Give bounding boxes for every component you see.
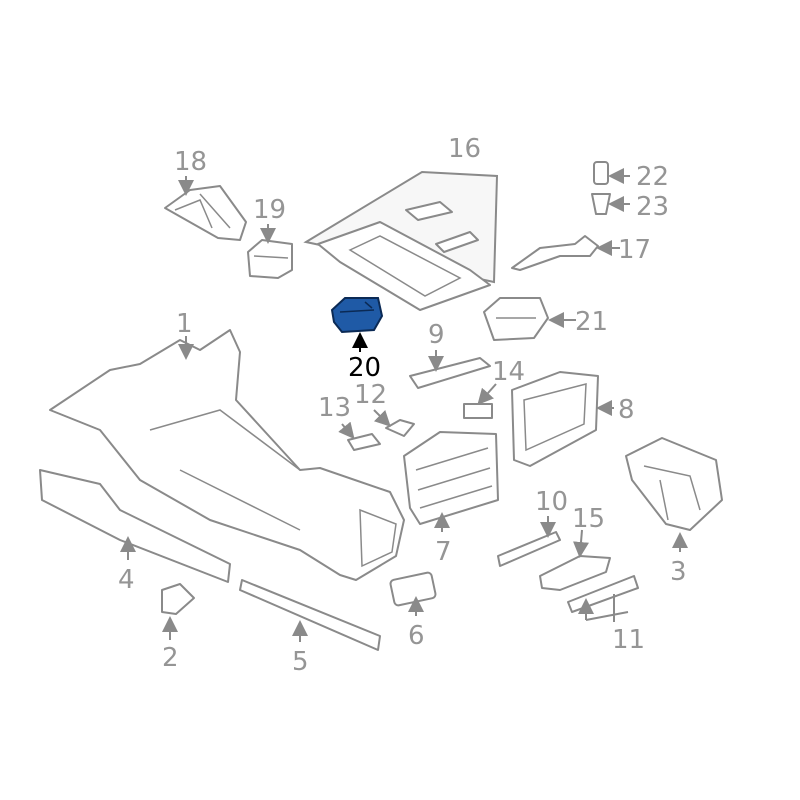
part-3-bracket-frame[interactable]: [625, 437, 723, 531]
part-18-shifter-bezel[interactable]: [164, 185, 247, 241]
part-7-housing[interactable]: [403, 431, 499, 525]
callout-17[interactable]: 17: [618, 235, 651, 265]
part-4-side-panel[interactable]: [39, 469, 231, 583]
callout-2[interactable]: 2: [162, 643, 179, 673]
part-21-module[interactable]: [483, 297, 549, 341]
callout-16[interactable]: 16: [448, 134, 481, 164]
part-5-trim-strip[interactable]: [239, 579, 381, 651]
leader-lines: [120, 168, 688, 642]
callout-14[interactable]: 14: [492, 357, 525, 387]
callout-10[interactable]: 10: [535, 487, 568, 517]
part-6-trim[interactable]: [389, 571, 437, 607]
callout-4[interactable]: 4: [118, 565, 135, 595]
part-2-bracket[interactable]: [161, 583, 195, 615]
part-9-trim[interactable]: [409, 357, 491, 389]
callout-20-selected[interactable]: 20: [348, 353, 381, 383]
part-10-strip[interactable]: [497, 531, 561, 567]
callout-6[interactable]: 6: [408, 621, 425, 651]
callout-11[interactable]: 11: [612, 625, 645, 655]
callout-13[interactable]: 13: [318, 393, 351, 423]
part-17-bracket[interactable]: [511, 235, 599, 271]
part-15-switch[interactable]: [539, 555, 611, 591]
part-13-clip[interactable]: [347, 433, 381, 451]
callout-9[interactable]: 9: [428, 320, 445, 350]
callout-7[interactable]: 7: [435, 537, 452, 567]
part-8-frame[interactable]: [511, 371, 599, 467]
callout-1[interactable]: 1: [176, 309, 193, 339]
part-16-tray[interactable]: [303, 170, 499, 311]
callout-22[interactable]: 22: [636, 162, 669, 192]
callout-18[interactable]: 18: [174, 147, 207, 177]
callout-3[interactable]: 3: [670, 557, 687, 587]
part-14-cover[interactable]: [463, 403, 493, 419]
callout-12[interactable]: 12: [354, 380, 387, 410]
callout-23[interactable]: 23: [636, 192, 669, 222]
part-20-highlighted[interactable]: [330, 297, 384, 334]
callout-19[interactable]: 19: [253, 195, 286, 225]
part-22[interactable]: [593, 161, 609, 185]
callout-21[interactable]: 21: [575, 307, 608, 337]
part-19-cup-holder[interactable]: [247, 239, 293, 279]
callout-15[interactable]: 15: [572, 504, 605, 534]
callout-5[interactable]: 5: [292, 647, 309, 677]
callout-8[interactable]: 8: [618, 395, 635, 425]
part-12-clip[interactable]: [385, 419, 415, 437]
part-23[interactable]: [591, 193, 611, 215]
part-1-center-console[interactable]: [49, 329, 405, 581]
